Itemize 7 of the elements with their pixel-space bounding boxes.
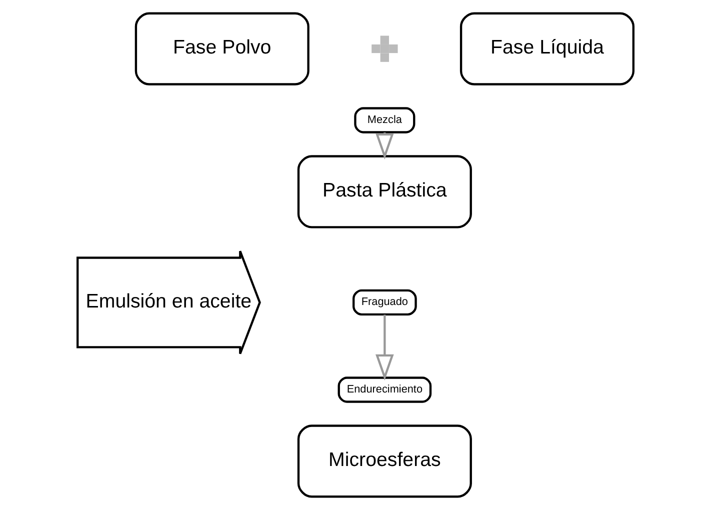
- node-box: Fraguado: [352, 288, 416, 316]
- node-box: Microesferas: [296, 424, 472, 498]
- node-box: Endurecimiento: [337, 376, 432, 402]
- node-box: Pasta Plástica: [296, 154, 472, 228]
- node-box: Fase Líquida: [459, 12, 634, 85]
- node-box: Fase Polvo: [134, 12, 309, 85]
- arrow: [375, 314, 394, 380]
